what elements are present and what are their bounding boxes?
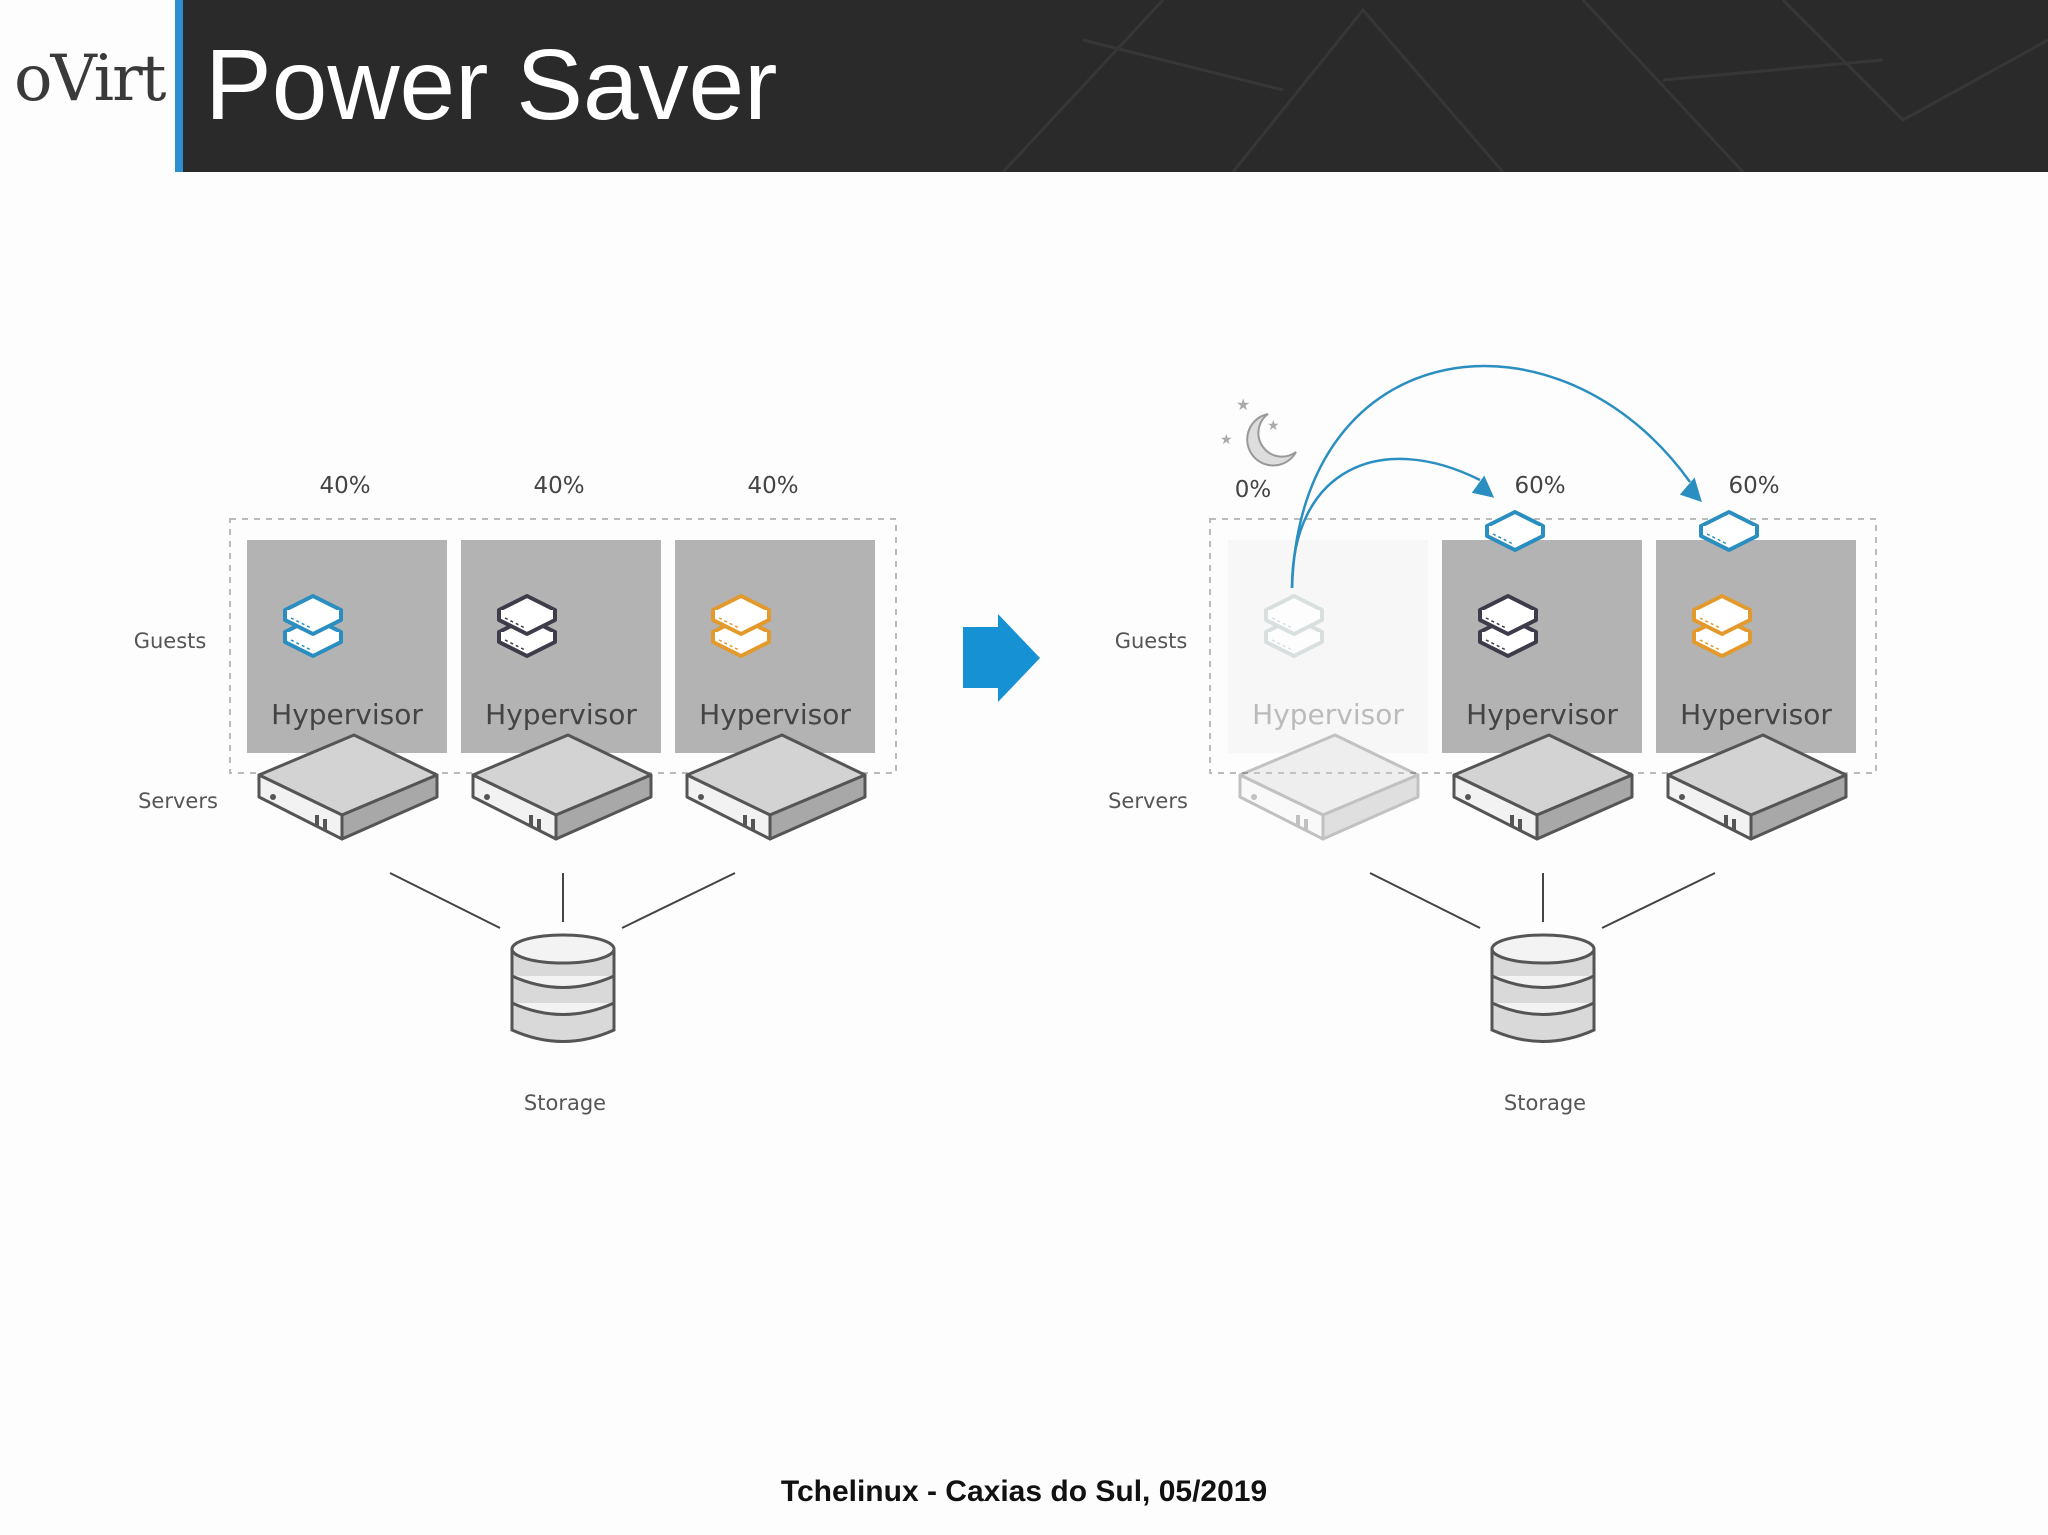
host-load-label: 60% — [1514, 473, 1565, 499]
after-host-1: Hypervisor — [1228, 540, 1428, 841]
title-bar-pattern — [1001, 0, 2048, 172]
hypervisor-label: Hypervisor — [699, 698, 851, 731]
hypervisor-panel — [461, 540, 661, 753]
svg-text:★: ★ — [1236, 395, 1250, 414]
slide-header: oVirt Power Saver — [0, 0, 2048, 172]
before-storage-database-icon — [510, 933, 616, 1043]
transition-arrow-icon — [963, 614, 1040, 702]
servers-label-before: Servers — [138, 789, 218, 813]
sleep-moon-icon: ★ ★ ★ — [1220, 395, 1297, 467]
host-load-label: 40% — [747, 473, 798, 499]
servers-label-after: Servers — [1108, 789, 1188, 813]
svg-text:★: ★ — [1220, 432, 1233, 448]
host-load-label: 40% — [533, 473, 584, 499]
hypervisor-label: Hypervisor — [1680, 698, 1832, 731]
hypervisor-label: Hypervisor — [1252, 698, 1404, 731]
title-bar: Power Saver — [183, 0, 2048, 172]
host-load-label: 40% — [319, 473, 370, 499]
before-host-1: Hypervisor — [247, 540, 447, 841]
slide-title: Power Saver — [205, 29, 778, 141]
host-load-label: 60% — [1728, 473, 1779, 499]
hypervisor-label: Hypervisor — [1466, 698, 1618, 731]
ovirt-logo: oVirt — [0, 0, 175, 172]
host-load-label: 0% — [1235, 477, 1272, 503]
after-host-3: Hypervisor — [1656, 510, 1856, 841]
hypervisor-panel — [1656, 540, 1856, 753]
hypervisor-panel — [1228, 540, 1428, 753]
before-storage-links — [389, 872, 736, 929]
after-host-2: Hypervisor — [1442, 510, 1642, 841]
after-storage-links — [1369, 872, 1716, 929]
before-host-3: Hypervisor — [675, 540, 875, 841]
before-hosts: Hypervisor 40% Hypervisor 40% Hypervisor 40% — [247, 473, 875, 841]
before-host-2: Hypervisor — [461, 540, 661, 841]
hypervisor-label: Hypervisor — [271, 698, 423, 731]
guests-label-after: Guests — [1115, 629, 1188, 653]
guests-label-before: Guests — [134, 629, 207, 653]
storage-label-before: Storage — [524, 1091, 606, 1115]
hypervisor-panel — [1442, 540, 1642, 753]
after-hosts: Hypervisor 0% Hypervisor 60% Hypervisor 60% — [1228, 473, 1856, 841]
svg-text:★: ★ — [1267, 418, 1280, 434]
storage-label-after: Storage — [1504, 1091, 1586, 1115]
hypervisor-panel — [247, 540, 447, 753]
hypervisor-panel — [675, 540, 875, 753]
logo-text: oVirt — [14, 42, 166, 116]
header-accent-bar — [175, 0, 183, 172]
hypervisor-label: Hypervisor — [485, 698, 637, 731]
slide-footer: Tchelinux - Caxias do Sul, 05/2019 — [780, 1475, 1268, 1508]
after-storage-database-icon — [1490, 933, 1596, 1043]
vm-migration-arrows — [1290, 364, 1702, 589]
